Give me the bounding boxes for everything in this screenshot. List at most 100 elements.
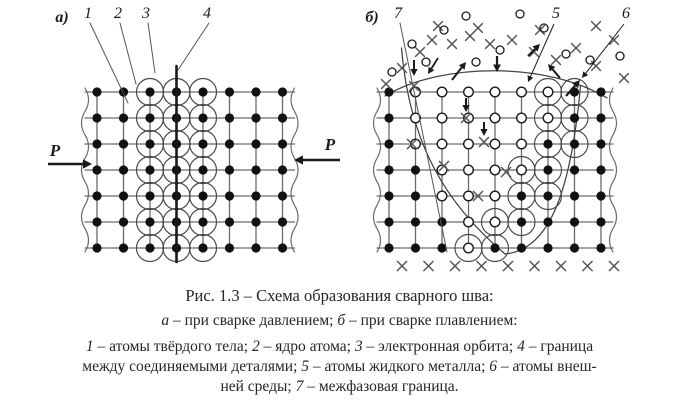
atom-nucleus (277, 87, 288, 97)
molten-atom (463, 86, 475, 98)
environment-atom-x (555, 260, 567, 272)
solid-atom (596, 165, 606, 175)
panel-b-label: б) (365, 9, 378, 26)
legend-num-7: 7 (295, 378, 304, 395)
molten-atom (542, 112, 554, 124)
fusion-electron-orbit (533, 181, 563, 211)
gas-bubble-circle (495, 45, 505, 55)
legend-text-6b: ней среды; (220, 378, 296, 395)
molten-atom (463, 138, 475, 150)
gas-transfer-arrow (480, 122, 488, 136)
solid-atom (516, 191, 527, 201)
callout-leader-3 (147, 22, 156, 74)
environment-atom-x (582, 260, 593, 272)
molten-atom (436, 190, 448, 202)
gas-transfer-arrow (410, 60, 418, 76)
environment-atom-x (396, 260, 408, 272)
environment-atom-x (529, 260, 540, 272)
molten-atom (463, 242, 475, 254)
legend-line-1: 1 – атомы твёрдого тела; 2 – ядро атома;… (0, 338, 679, 356)
solid-atom (596, 113, 606, 123)
atom-nucleus (92, 165, 102, 175)
electron-orbit (188, 207, 218, 237)
atom-nucleus (145, 243, 155, 253)
gas-transfer-arrow (493, 56, 501, 72)
metal-transfer-arrow (451, 62, 466, 81)
caption-text-b: – при сварке плавлением: (345, 312, 518, 329)
callout-label-2: 2 (114, 5, 122, 22)
fusion-electron-orbit (560, 77, 589, 107)
atom-nucleus (92, 113, 102, 123)
dissolved-gas-x (460, 112, 472, 124)
atom-nucleus (92, 191, 102, 201)
legend-num-4: 4 (517, 338, 525, 355)
solid-atom (543, 191, 553, 201)
atom-nucleus (224, 243, 235, 253)
environment-atom-x (396, 62, 408, 74)
callout-leader-4 (177, 22, 210, 71)
solid-atom (384, 87, 394, 97)
molten-atom (436, 138, 448, 150)
atom-nucleus (118, 87, 129, 97)
atom-nucleus (277, 165, 288, 175)
atom-nucleus (198, 139, 208, 149)
molten-atom (463, 216, 475, 228)
panel-b-torn-edge-left (372, 87, 382, 253)
environment-atom-x (380, 78, 392, 90)
atom-nucleus (224, 87, 235, 97)
solid-atom (596, 217, 606, 227)
molten-atom (516, 138, 528, 150)
legend-num-5: 5 (301, 358, 309, 375)
atom-nucleus (92, 139, 102, 149)
figure-caption-title: Рис. 1.3 – Схема образования сварного шв… (185, 286, 494, 305)
legend-num-6: 6 (489, 358, 498, 375)
weld-bead-crown (384, 70, 608, 99)
electron-orbit (188, 155, 218, 185)
electron-orbit (188, 129, 218, 159)
solid-atom (543, 165, 553, 175)
solid-atom (596, 87, 606, 97)
electron-orbit (188, 77, 218, 107)
environment-atom-x (464, 30, 476, 42)
molten-atom (542, 86, 554, 98)
solid-atom (384, 191, 394, 201)
callout-leader-5 (527, 23, 555, 82)
gas-bubble-circle (387, 67, 397, 77)
atom-nucleus (224, 191, 235, 201)
atom-nucleus (118, 139, 129, 149)
legend-text-4b: между соединяемыми деталями; (82, 358, 302, 375)
fusion-electron-orbit (507, 207, 536, 237)
molten-atom (489, 164, 501, 176)
atom-nucleus (118, 113, 129, 123)
callout-label-5: 5 (552, 5, 560, 22)
molten-atom (436, 164, 448, 176)
solid-atom (516, 217, 527, 227)
callout-label-1: 1 (84, 5, 92, 22)
atom-nucleus (224, 217, 235, 227)
atom-nucleus (118, 217, 129, 227)
legend-line-2: между соединяемыми деталями; 5 – атомы ж… (0, 358, 679, 376)
solid-atom (569, 113, 580, 123)
gas-transfer-arrow (462, 98, 470, 112)
force-arrow-left (48, 159, 92, 169)
atom-nucleus (198, 191, 208, 201)
atom-nucleus (277, 217, 288, 227)
solid-atom (410, 243, 421, 253)
force-label-right: P (324, 135, 336, 154)
environment-atom-x (608, 260, 620, 272)
atom-nucleus (251, 217, 261, 227)
atom-nucleus (145, 217, 155, 227)
molten-atom (489, 112, 501, 124)
dissolved-gas-x (406, 138, 418, 150)
caption-text-a: – при сварке давлением; (169, 312, 338, 329)
atom-nucleus (277, 113, 288, 123)
force-label-left: P (49, 141, 61, 160)
solid-atom (569, 217, 580, 227)
solid-atom (516, 243, 527, 253)
molten-atom (516, 112, 528, 124)
atom-nucleus (118, 165, 129, 175)
molten-atom (436, 112, 448, 124)
solid-atom (490, 243, 500, 253)
